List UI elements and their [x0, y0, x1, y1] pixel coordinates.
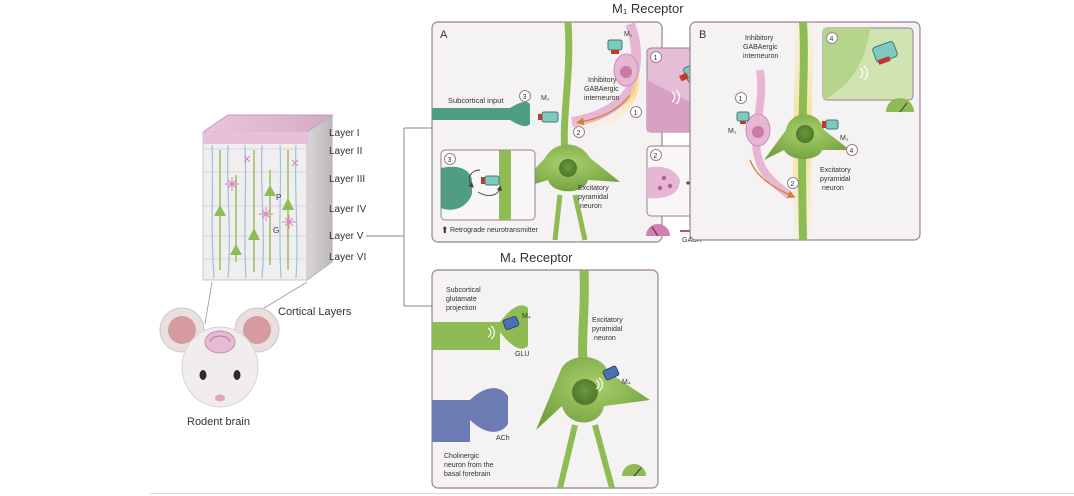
layer-label-4: Layer IV [329, 204, 367, 215]
inset-b4-receptor: 4 [822, 27, 914, 113]
retrograde-label: Retrograde neurotransmitter [450, 227, 539, 234]
pyramidal-label-a-1: Excitatory [578, 185, 609, 192]
m1-label-b-right: M₁ [840, 135, 849, 142]
gaba-label: GABA [682, 237, 702, 244]
svg-text:2: 2 [791, 181, 795, 188]
cholinergic-label-1: Cholinergic [444, 453, 480, 460]
ach-label: ACh [496, 435, 510, 442]
m4-label-left: M₄ [522, 313, 531, 320]
svg-text:2: 2 [577, 130, 581, 137]
interneuron-label-a-1: Inhibitory [588, 77, 617, 84]
inset-b2-step: 2 [654, 153, 658, 160]
svg-text:1: 1 [634, 110, 638, 117]
cell-label-g: G [273, 226, 279, 235]
layer-label-5: Layer V [329, 231, 364, 242]
inset-b4-step: 4 [830, 36, 834, 43]
pyramidal-dendrite-m4 [578, 269, 589, 373]
panel-b: B Excitatory pyramidal neuron Inhibitory… [689, 21, 921, 241]
interneuron-label-b-3: interneuron [743, 53, 779, 60]
svg-text:3: 3 [523, 94, 527, 101]
layer-label-2: Layer II [329, 146, 362, 157]
rodent-brain-caption: Rodent brain [187, 416, 250, 428]
pyramidal-label-b-3: neuron [822, 185, 844, 192]
m4-receptor-icon-left [502, 315, 520, 331]
pyramidal-label-m4-3: neuron [594, 335, 616, 342]
m1-label-a-top: M₁ [624, 31, 633, 38]
bottom-divider [150, 493, 1074, 494]
m1-label-a: M₁ [541, 95, 550, 102]
glutamate-label-2: glutamate [446, 296, 477, 303]
panel-b-letter: B [699, 29, 706, 41]
pyramidal-label-m4-1: Excitatory [592, 317, 623, 324]
glu-label: GLU [515, 351, 529, 358]
step-badge-b-2: 2 [787, 177, 799, 189]
m4-label-right: M₄ [622, 379, 631, 386]
rodent-illustration [159, 281, 308, 408]
pyramidal-dendrite-b [798, 21, 808, 241]
panel-a-letter: A [440, 29, 448, 41]
interneuron-label-a-3: interneuron [584, 95, 620, 102]
interneuron-label-a-2: GABAergic [584, 86, 619, 93]
layer-label-1: Layer I [329, 128, 360, 139]
pyramidal-label-m4-2: pyramidal [592, 326, 623, 333]
pyramidal-label-a-2: pyramidal [578, 194, 609, 201]
layer-label-3: Layer III [329, 174, 365, 185]
subcortical-axon [432, 101, 530, 127]
m1-receptor-icon-a [538, 111, 559, 123]
interneuron-a [571, 22, 642, 127]
glutamate-label-3: projection [446, 305, 476, 312]
panel-a: A Subcortical input Excitatory pyramidal… [431, 21, 663, 243]
inset-a-retrograde: 3 [440, 149, 536, 221]
inset-b1-step: 1 [654, 55, 658, 62]
m1-receptor-icon-a-top [607, 39, 623, 54]
subcortical-input-label: Subcortical input [448, 96, 504, 105]
cortex-block: P G [201, 114, 334, 281]
layer-labels: Layer I Layer II Layer III Layer IV Laye… [329, 128, 367, 263]
cortical-layers-caption: Cortical Layers [278, 306, 352, 318]
m1-title: M₁ Receptor [612, 1, 684, 16]
layer-v-bracket [366, 127, 432, 307]
pyramidal-label-b-1: Excitatory [820, 167, 851, 174]
cell-label-p: P [276, 193, 281, 202]
step-badge-a-2: 2 [573, 126, 585, 138]
svg-text:4: 4 [850, 148, 854, 155]
panel-m4: Subcortical glutamate projection GLU M₄ … [431, 269, 659, 489]
cholinergic-label-3: basal forebrain [444, 471, 490, 478]
m1-label-b-left: M₁ [728, 128, 737, 135]
m4-title: M₄ Receptor [500, 250, 573, 265]
svg-text:1: 1 [739, 96, 743, 103]
pyramidal-label-b-2: pyramidal [820, 176, 851, 183]
cholinergic-label-2: neuron from the [444, 462, 494, 469]
pyramidal-label-a-3: neuron [580, 203, 602, 210]
m1-receptor-icon-b-left [736, 111, 750, 124]
glutamate-terminal [432, 305, 528, 350]
cholinergic-terminal [432, 388, 508, 442]
inset-a-step: 3 [448, 157, 452, 164]
step-badge-b-1: 1 [735, 92, 747, 104]
retrograde-arrow: ⬆ [441, 225, 449, 235]
glutamate-label-1: Subcortical [446, 287, 481, 294]
interneuron-label-b-2: GABAergic [743, 44, 778, 51]
step-badge-a-3: 3 [519, 90, 531, 102]
step-badge-b-4: 4 [846, 144, 858, 156]
step-badge-a-1: 1 [630, 106, 642, 118]
m4-receptor-icon-right [602, 365, 620, 381]
interneuron-label-b-1: Inhibitory [745, 35, 774, 42]
m1-receptor-icon-b-right [822, 119, 839, 130]
layer-label-6: Layer VI [329, 252, 366, 263]
